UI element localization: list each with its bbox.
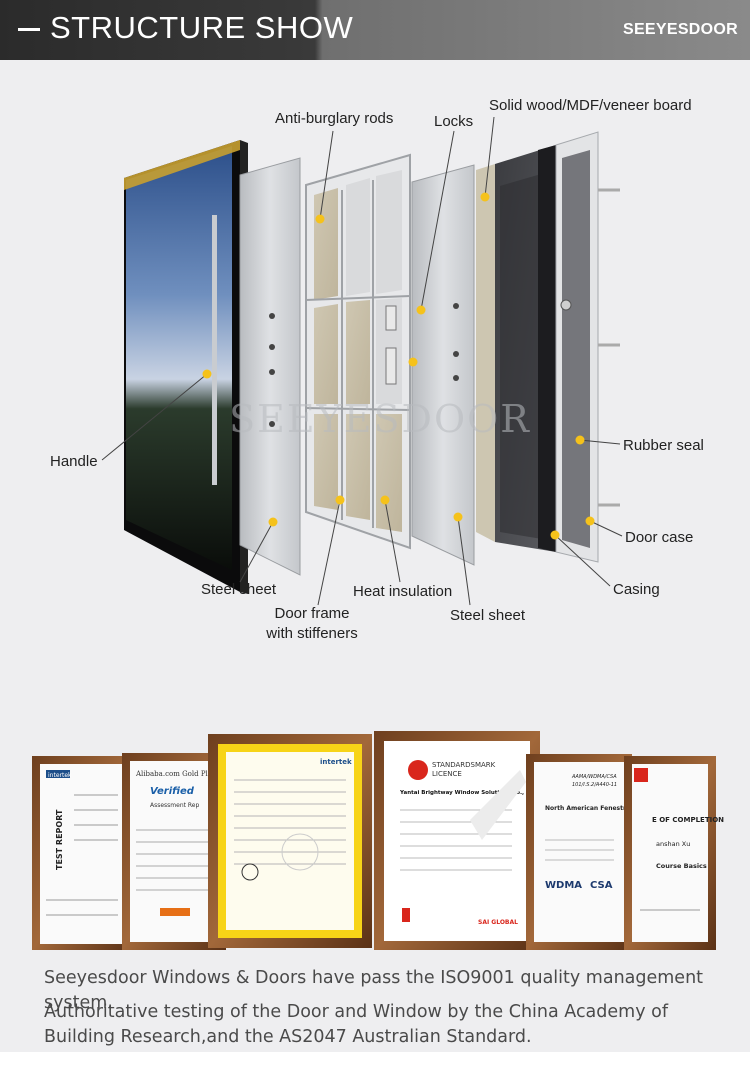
svg-text:AAMA/WDMA/CSA: AAMA/WDMA/CSA: [571, 774, 617, 780]
label-door-case: Door case: [625, 529, 694, 546]
label-door-frame: Door frame with stiffeners: [260, 604, 364, 644]
section-title: STRUCTURE SHOW: [50, 10, 354, 45]
caption-iso9001: Seeyesdoor Windows & Doors have pass the…: [44, 968, 704, 1013]
svg-text:Yantai Brightway Window Soluti: Yantai Brightway Window Solutions Co., L…: [399, 790, 538, 796]
svg-text:CSA: CSA: [590, 880, 613, 891]
cert-aama-wdma-csa: AAMA/WDMA/CSA 101/I.S.2/A440-11 North Am…: [526, 754, 643, 950]
label-door-frame-line2: with stiffeners: [266, 625, 358, 642]
label-steel-sheet-left: Steel sheet: [201, 581, 277, 598]
door-structure-diagram: SEEYESDOOR: [0, 60, 750, 720]
label-handle: Handle: [50, 453, 98, 470]
svg-text:intertek: intertek: [320, 758, 352, 766]
cert-certificate-of-completion: E OF COMPLETION anshan Xu Course Basics: [624, 756, 724, 950]
svg-text:LICENCE: LICENCE: [432, 770, 462, 778]
svg-text:101/I.S.2/A440-11: 101/I.S.2/A440-11: [572, 782, 617, 788]
svg-text:STANDARDSMARK: STANDARDSMARK: [432, 761, 496, 769]
callout-markers: [202, 192, 595, 540]
svg-text:TEST REPORT: TEST REPORT: [55, 809, 64, 870]
steel-sheet-left-layer: [239, 157, 301, 576]
svg-text:anshan Xu: anshan Xu: [656, 840, 690, 848]
svg-text:E OF COMPLETION: E OF COMPLETION: [652, 816, 724, 824]
cert-intertek-certificate: intertek: [208, 734, 372, 948]
svg-text:North American Fenestration: North American Fenestration: [545, 805, 643, 812]
svg-text:SAI GLOBAL: SAI GLOBAL: [478, 919, 518, 926]
certificate-frames: intertek TEST REPORT Alibaba.com Gold Pl…: [32, 731, 724, 952]
callout-leader-lines: [101, 116, 623, 606]
cert-intertek-test-report: intertek TEST REPORT: [32, 756, 132, 952]
caption-testing: Authoritative testing of the Door and Wi…: [44, 1002, 668, 1047]
label-heat-insulation: Heat insulation: [353, 583, 453, 600]
steel-sheet-right-layer: [411, 164, 475, 566]
label-anti-burglary-rods: Anti-burglary rods: [275, 110, 394, 127]
label-solid-wood: Solid wood/MDF/veneer board: [489, 97, 692, 114]
svg-text:Assessment Rep: Assessment Rep: [150, 802, 199, 809]
svg-text:Course Basics: Course Basics: [656, 862, 707, 870]
cert-standardsmark-licence: STANDARDSMARK LICENCE Yantai Brightway W…: [374, 731, 540, 951]
diagram-watermark: SEEYESDOOR: [229, 397, 531, 441]
label-rubber-seal: Rubber seal: [623, 437, 704, 454]
svg-text:Verified: Verified: [150, 786, 195, 797]
certificates-row: intertek TEST REPORT Alibaba.com Gold Pl…: [0, 670, 750, 952]
label-casing: Casing: [613, 581, 660, 598]
svg-text:intertek: intertek: [48, 772, 72, 779]
exploded-door-illustration: SEEYESDOOR: [101, 116, 623, 606]
label-door-frame-line1: Door frame: [274, 605, 350, 622]
label-steel-sheet-right: Steel sheet: [450, 607, 526, 624]
svg-text:Alibaba.com Gold Pl: Alibaba.com Gold Pl: [135, 770, 209, 778]
door-case-layer: [555, 131, 620, 563]
door-frame-layer: [305, 153, 411, 550]
glass-front-panel: [124, 140, 248, 594]
label-locks: Locks: [434, 113, 474, 130]
page-header: STRUCTURE SHOW SEEYESDOOR: [0, 0, 750, 60]
brand-name: SEEYESDOOR: [622, 21, 738, 38]
solid-wood-layer: [476, 145, 556, 552]
content-panel: SEEYESDOOR: [0, 60, 750, 1052]
header-accent-bar: [18, 28, 40, 31]
svg-text:WDMA: WDMA: [545, 880, 582, 891]
